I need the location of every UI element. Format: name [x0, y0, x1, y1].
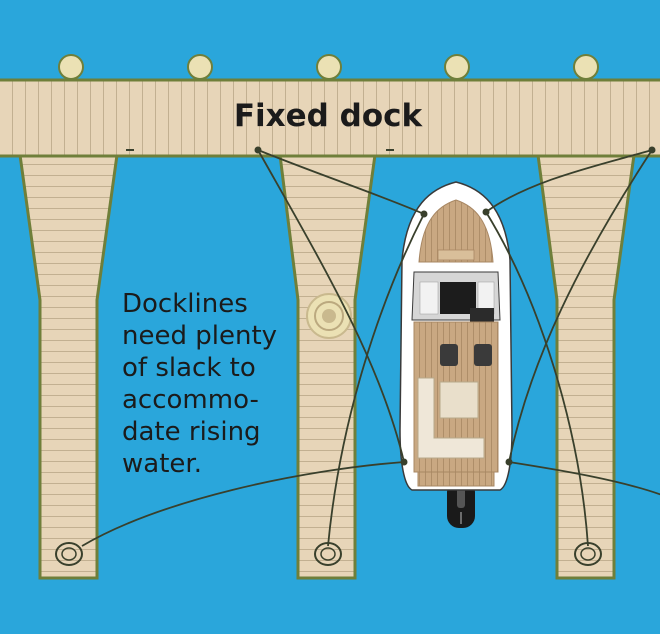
- pilings: [58, 54, 599, 80]
- dockline: [508, 149, 653, 463]
- caption-line: accommo-: [122, 385, 259, 415]
- piling: [316, 54, 342, 80]
- piling: [187, 54, 213, 80]
- fixed-dock: [0, 78, 660, 158]
- dockline: [257, 149, 405, 463]
- docklines: [81, 149, 660, 547]
- piling: [444, 54, 470, 80]
- helm-seat: [474, 344, 492, 366]
- dock-title: Fixed dock: [234, 98, 424, 134]
- swim-platform: [417, 471, 495, 487]
- dockline: [257, 149, 425, 215]
- caption-line: need plenty: [122, 321, 277, 351]
- mid-piling: [306, 293, 352, 339]
- cockpit-table: [439, 381, 479, 419]
- caption-line: date rising: [122, 417, 261, 447]
- lounge-seat: [417, 377, 485, 459]
- attachment-point: [400, 458, 408, 466]
- piling: [573, 54, 599, 80]
- piling: [58, 54, 84, 80]
- outboard-motor: [447, 480, 475, 528]
- attachment-point: [505, 458, 513, 466]
- caption-line: water.: [122, 449, 202, 479]
- attachment-point: [254, 146, 262, 154]
- bow-deck: [418, 199, 494, 263]
- boat: [399, 181, 513, 528]
- cleat: [55, 542, 83, 566]
- attachment-points: [254, 146, 656, 466]
- dockline: [485, 211, 589, 547]
- caption: Docklines need plenty of slack to accomm…: [122, 289, 277, 479]
- attachment-point: [420, 210, 428, 218]
- attachment-point: [482, 208, 490, 216]
- caption-line: of slack to: [122, 353, 256, 383]
- caption-line: Docklines: [122, 289, 248, 319]
- helm-seat: [440, 344, 458, 366]
- dockline: [327, 213, 425, 547]
- attachment-point: [648, 146, 656, 154]
- dockline: [485, 149, 653, 213]
- dockline: [81, 461, 405, 547]
- dockline: [508, 461, 660, 496]
